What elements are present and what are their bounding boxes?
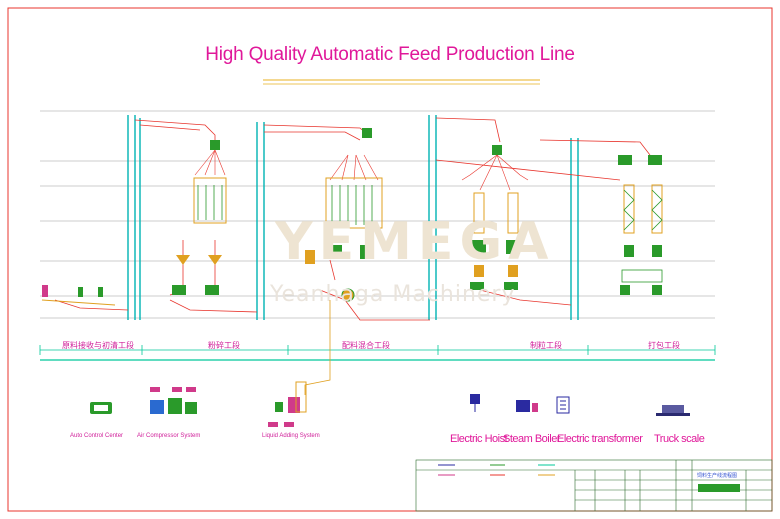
crushing-section-equipment [172, 140, 227, 295]
truck-scale-icon [656, 405, 690, 416]
steam-boiler-icon [516, 400, 538, 412]
label-liquid-adding-system: Liquid Adding System [262, 433, 320, 439]
intake-section-equipment [41, 285, 116, 306]
label-electric-transformer: Electric transformer [557, 433, 643, 445]
label-steam-boiler: Steam Boiler [503, 433, 560, 445]
watermark-text: Yeanhaga Machinery [270, 282, 516, 307]
packing-section-equipment [618, 155, 663, 295]
watermark-logo: YEMEGA [275, 212, 555, 272]
label-air-compressor-system: Air Compressor System [137, 433, 201, 439]
section-label-intake: 原料接收与初清工段 [62, 341, 134, 350]
liquid-feed-line [304, 300, 331, 395]
transformer-icon [556, 396, 570, 414]
electric-hoist-icon [470, 394, 480, 412]
section-label-pelleting: 制粒工段 [530, 341, 562, 350]
label-auto-control-center: Auto Control Center [70, 433, 124, 439]
legend-lines [438, 464, 555, 476]
title-underline [263, 79, 540, 85]
label-electric-hoist: Electric Hoist [450, 433, 508, 445]
section-label-packing: 打包工段 [648, 341, 680, 350]
air-compressor-icon [150, 387, 197, 414]
title-block-drawing-name: 饲料生产线流程图 [697, 473, 738, 479]
control-cabinet-icon [90, 402, 112, 414]
liquid-tank-icon [268, 381, 307, 427]
floor-lines [40, 110, 715, 319]
diagram-title: High Quality Automatic Feed Production L… [205, 44, 575, 65]
section-label-crushing: 粉碎工段 [208, 341, 240, 350]
mixing-section-equipment [305, 128, 383, 302]
drawing-number-box [698, 484, 740, 492]
pelleting-section-equipment [461, 145, 529, 290]
bucket-elevators [127, 115, 579, 320]
label-truck-scale: Truck scale [654, 433, 705, 445]
section-divider-line [39, 345, 716, 355]
title-block [415, 459, 773, 512]
drawing-border [7, 7, 773, 512]
section-label-mixing: 配料混合工段 [342, 341, 390, 350]
